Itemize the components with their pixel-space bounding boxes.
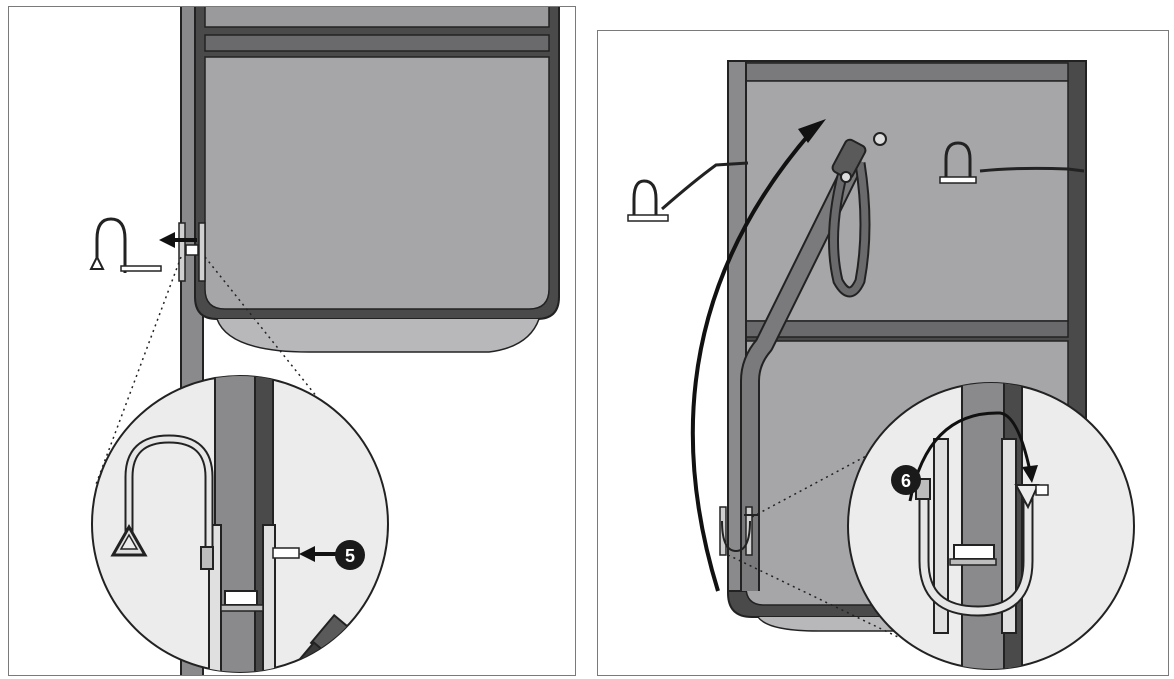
- step-6-panel: 6: [597, 30, 1169, 676]
- step-6-illustration: 6: [627, 60, 1135, 670]
- step-5-illustration: 5: [89, 7, 560, 675]
- pin-removal-icon: [91, 375, 389, 673]
- bracket-small: [178, 222, 206, 282]
- lock-pin-small: [89, 217, 162, 273]
- board-frame: [194, 7, 560, 353]
- step-marker-5: 5: [335, 540, 365, 570]
- zoom-lines: [727, 422, 929, 638]
- lock-pin-right: [939, 141, 1085, 184]
- step-5-panel: 5: [8, 6, 576, 676]
- step-number-6: 6: [901, 471, 911, 491]
- clip-rotate-icon: [847, 382, 1135, 670]
- rotation-arrow: [690, 119, 826, 592]
- step-number-5: 5: [345, 546, 355, 566]
- pull-arrow-small: [159, 232, 197, 248]
- strap: [828, 132, 887, 298]
- clip-small: [719, 506, 758, 556]
- leg-bar: [740, 154, 865, 591]
- lock-pin-left: [627, 161, 749, 222]
- step-marker-6: 6: [891, 465, 921, 495]
